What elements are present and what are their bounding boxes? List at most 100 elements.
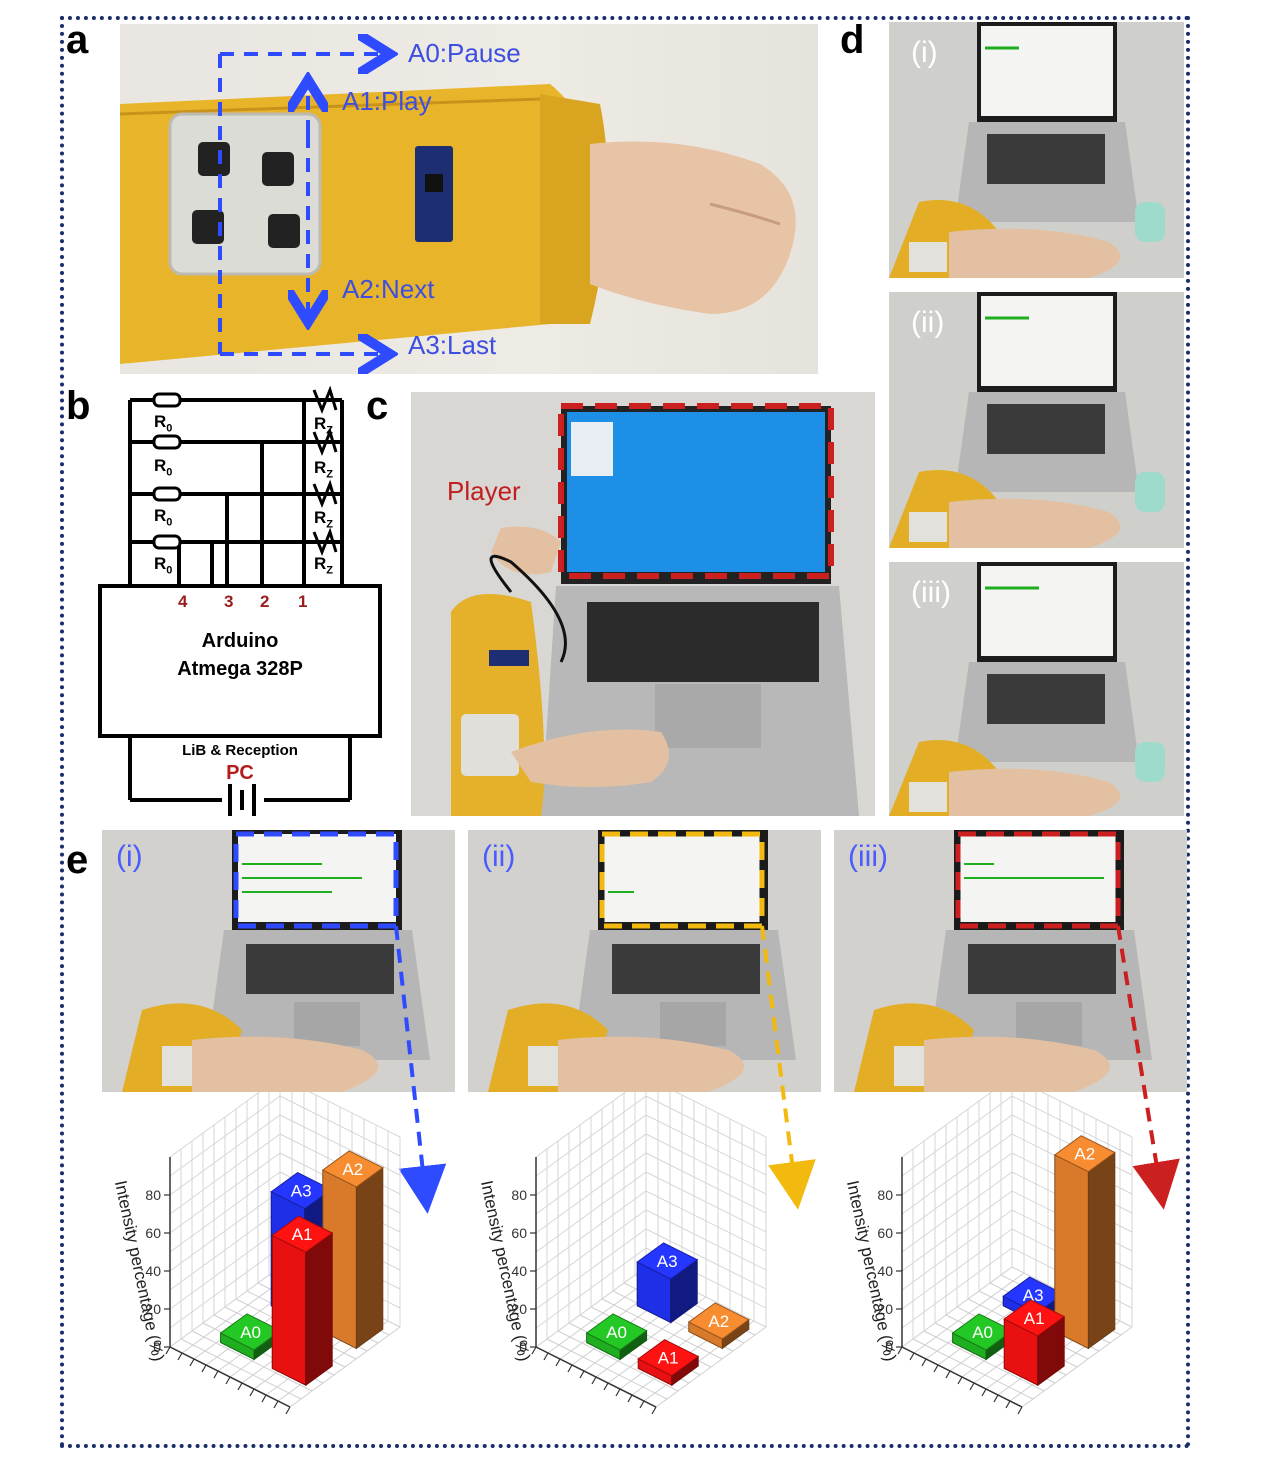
x-tick: [579, 1370, 585, 1379]
x-tick: [567, 1364, 573, 1373]
resistor-label-rz: RZ: [314, 508, 334, 531]
subpanel-label-d-ii: (ii): [911, 306, 945, 339]
panel-label-e: e: [66, 838, 89, 882]
bar-label-a3: A3: [657, 1252, 678, 1271]
bar-a2: A2: [321, 1150, 384, 1350]
x-tick: [165, 1346, 171, 1355]
pin-label-3: 3: [224, 592, 234, 611]
x-tick: [969, 1382, 975, 1391]
bar-label-a0: A0: [972, 1323, 993, 1342]
y-tick-label: 80: [877, 1187, 893, 1203]
pin-label-4: 4: [178, 592, 188, 611]
x-tick: [1017, 1406, 1023, 1415]
bar-a3: A3: [636, 1242, 699, 1324]
y-tick-label: 60: [145, 1225, 161, 1241]
bar-a1: A1: [271, 1215, 334, 1387]
y-tick-label: 40: [511, 1263, 527, 1279]
resistor-label-rz: RZ: [314, 458, 334, 481]
pc-label: PC: [226, 762, 254, 784]
bar-label-a2: A2: [1074, 1145, 1095, 1164]
resistor-label-r0: R0: [154, 506, 173, 529]
subpanel-label-d-iii: (iii): [911, 576, 951, 609]
bar-label-a2: A2: [342, 1160, 363, 1179]
y-tick-label: 0: [885, 1339, 893, 1355]
x-tick: [897, 1346, 903, 1355]
power-label: LiB & Reception: [182, 742, 298, 759]
x-tick: [909, 1352, 915, 1361]
bar-label-a1: A1: [1024, 1309, 1045, 1328]
x-tick: [957, 1376, 963, 1385]
figure-frame: [60, 16, 1190, 1448]
pin-label-1: 1: [298, 592, 308, 611]
x-tick: [201, 1364, 207, 1373]
x-tick: [921, 1358, 927, 1367]
x-tick: [249, 1388, 255, 1397]
x-tick: [651, 1406, 657, 1415]
resistor-label-r0: R0: [154, 456, 173, 479]
panel-label-a: a: [66, 18, 89, 62]
x-tick: [627, 1394, 633, 1403]
bar-a1: A1: [1003, 1299, 1066, 1387]
bar-a0: A0: [585, 1313, 648, 1361]
y-tick-label: 0: [153, 1339, 161, 1355]
bar-label-a3: A3: [1023, 1286, 1044, 1305]
x-tick: [261, 1394, 267, 1403]
control-label-last: A3:Last: [408, 330, 497, 360]
x-tick: [615, 1388, 621, 1397]
player-photo: Player: [411, 392, 875, 816]
panel-label-b: b: [66, 384, 91, 428]
subpanel-label-e-ii: (ii): [482, 840, 516, 873]
laptop-photo-e3: (iii): [834, 830, 1187, 1092]
bar-label-a0: A0: [606, 1323, 627, 1342]
subpanel-label-d-i: (i): [911, 36, 938, 69]
circuit-diagram: R0 R0 R0 R0 RZ RZ RZ RZ 4 3 2 1 Arduino …: [92, 386, 392, 816]
laptop-photo-e1: (i): [102, 830, 455, 1092]
subpanel-label-e-i: (i): [116, 840, 143, 873]
x-tick: [285, 1406, 291, 1415]
x-tick: [1005, 1400, 1011, 1409]
laptop-photo-d3: (iii): [889, 562, 1184, 816]
laptop-photo-e2: (ii): [468, 830, 821, 1092]
resistor-label-rz: RZ: [314, 414, 334, 437]
x-tick: [981, 1388, 987, 1397]
bar-label-a3: A3: [291, 1182, 312, 1201]
y-tick-label: 0: [519, 1339, 527, 1355]
x-tick: [543, 1352, 549, 1361]
x-tick: [531, 1346, 537, 1355]
x-tick: [189, 1358, 195, 1367]
x-tick: [603, 1382, 609, 1391]
control-label-next: A2:Next: [342, 274, 435, 304]
bar-label-a1: A1: [292, 1225, 313, 1244]
mcu-label-line1: Arduino: [201, 630, 279, 652]
panel-label-c: c: [366, 384, 389, 428]
control-label-pause: A0:Pause: [408, 38, 521, 68]
bar-label-a0: A0: [240, 1323, 261, 1342]
y-tick-label: 80: [511, 1187, 527, 1203]
x-tick: [933, 1364, 939, 1373]
y-tick-label: 20: [145, 1301, 161, 1317]
x-tick: [591, 1376, 597, 1385]
bar-a2: A2: [687, 1302, 750, 1350]
bar-a0: A0: [951, 1313, 1014, 1361]
resistor-label-rz: RZ: [314, 554, 334, 577]
x-tick: [555, 1358, 561, 1367]
control-label-play: A1:Play: [342, 86, 432, 116]
pin-label-2: 2: [260, 592, 270, 611]
x-tick: [177, 1352, 183, 1361]
laptop-photo-d2: (ii): [889, 292, 1184, 548]
y-tick-label: 40: [877, 1263, 893, 1279]
x-tick: [945, 1370, 951, 1379]
x-tick: [639, 1400, 645, 1409]
player-label: Player: [447, 476, 521, 506]
x-tick: [273, 1400, 279, 1409]
resistor-label-r0: R0: [154, 554, 173, 577]
y-tick-label: 80: [145, 1187, 161, 1203]
y-tick-label: 20: [877, 1301, 893, 1317]
y-tick-label: 60: [511, 1225, 527, 1241]
subpanel-label-e-iii: (iii): [848, 840, 888, 873]
y-tick-label: 60: [877, 1225, 893, 1241]
mcu-label-line2: Atmega 328P: [177, 658, 303, 680]
